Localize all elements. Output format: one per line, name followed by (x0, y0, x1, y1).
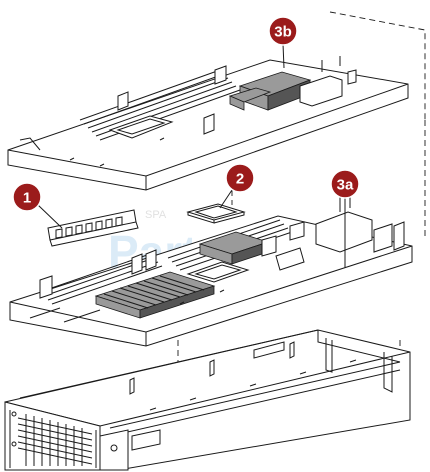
system-board-middle (9, 196, 413, 347)
callout-1: 1 (12, 182, 63, 229)
memory-chips (55, 216, 123, 239)
processor-socket-middle (186, 261, 250, 283)
rear-bracket (99, 429, 161, 471)
processor (186, 203, 246, 224)
bezel-vent-grid (17, 414, 93, 466)
system-board-top (7, 56, 409, 191)
callout-3a-label: 3a (337, 177, 354, 194)
callout-2: 2 (219, 163, 255, 209)
callout-3b-label: 3b (274, 24, 292, 41)
callout-2-label: 2 (236, 171, 244, 188)
heatsink-middle-front (94, 271, 216, 319)
memory-module (47, 209, 139, 247)
processor-socket-top (108, 115, 174, 139)
heatsink-top-left (228, 87, 272, 111)
callout-1-label: 1 (23, 190, 31, 207)
watermark-tag: SPA (145, 209, 167, 221)
chassis-tray (4, 329, 411, 471)
callout-3b: 3b (268, 16, 298, 69)
callout-3a: 3a (330, 169, 360, 268)
